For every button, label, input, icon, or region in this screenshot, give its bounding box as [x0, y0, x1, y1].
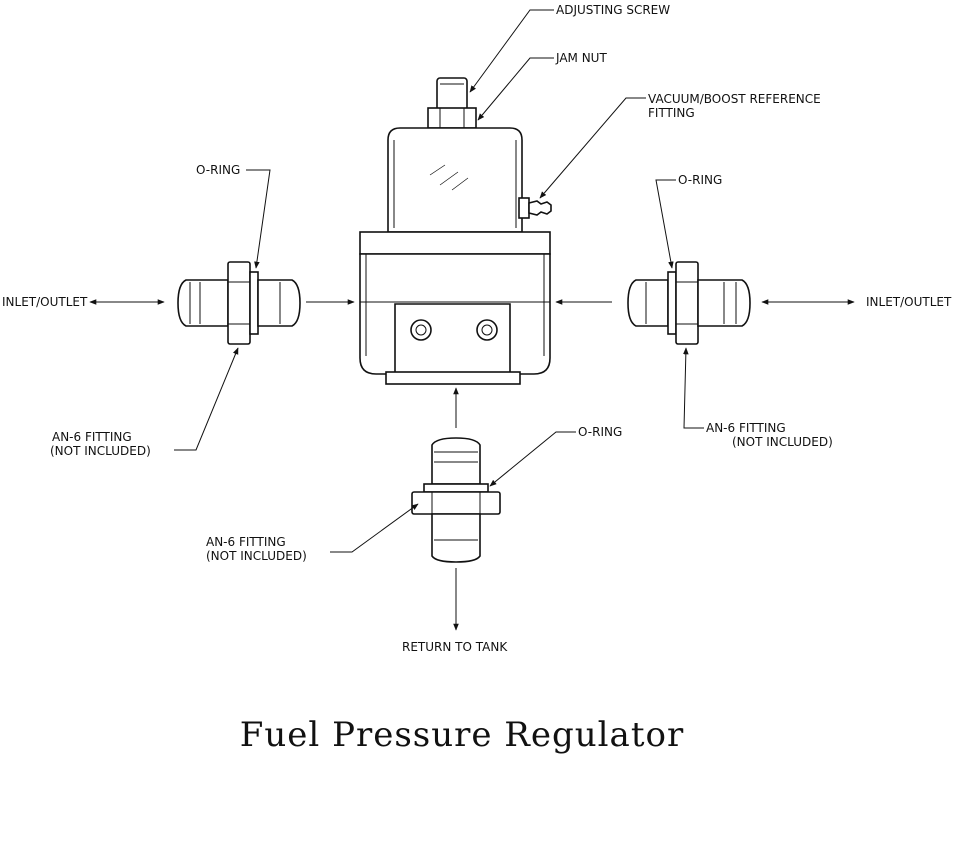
label-adjusting-screw: ADJUSTING SCREW	[556, 3, 670, 17]
bottom-o-ring	[423, 483, 489, 493]
bracket-foot	[385, 371, 521, 385]
label-an6-right-2: (NOT INCLUDED)	[732, 435, 833, 449]
label-an6-bottom-1: AN-6 FITTING	[206, 535, 286, 549]
vacuum-barb	[528, 200, 552, 216]
body-flange	[359, 231, 551, 255]
label-o-ring-left: O-RING	[196, 163, 240, 177]
label-vacuum-line2: FITTING	[648, 106, 695, 120]
label-an6-left-2: (NOT INCLUDED)	[50, 444, 151, 458]
label-inlet-outlet-right: INLET/OUTLET	[866, 295, 952, 309]
adjusting-screw	[436, 77, 468, 111]
label-return-to-tank: RETURN TO TANK	[402, 640, 508, 654]
label-an6-left-1: AN-6 FITTING	[52, 430, 132, 444]
bottom-an6-fitting	[411, 437, 501, 563]
mount-bolt-left	[410, 319, 432, 341]
jam-nut	[427, 107, 477, 129]
mount-bolt-right	[476, 319, 498, 341]
leader-lines	[174, 9, 704, 553]
label-vacuum-line1: VACUUM/BOOST REFERENCE	[648, 92, 821, 106]
label-o-ring-right: O-RING	[678, 173, 722, 187]
label-o-ring-bottom: O-RING	[578, 425, 622, 439]
flow-arrows	[89, 299, 855, 631]
label-an6-right-1: AN-6 FITTING	[706, 421, 786, 435]
label-jam-nut: JAM NUT	[555, 51, 607, 65]
label-an6-bottom-2: (NOT INCLUDED)	[206, 549, 307, 563]
mounting-bracket	[394, 303, 511, 383]
regulator-body	[359, 77, 552, 385]
vacuum-fitting-base	[518, 197, 530, 219]
label-inlet-outlet-left: INLET/OUTLET	[2, 295, 88, 309]
diagram-title: Fuel Pressure Regulator	[240, 715, 684, 755]
right-an6-fitting	[627, 261, 751, 345]
callout-labels: ADJUSTING SCREW JAM NUT VACUUM/BOOST REF…	[2, 3, 952, 654]
right-o-ring	[667, 271, 677, 335]
left-o-ring	[249, 271, 259, 335]
left-an6-fitting	[177, 261, 301, 345]
upper-housing	[387, 127, 523, 233]
